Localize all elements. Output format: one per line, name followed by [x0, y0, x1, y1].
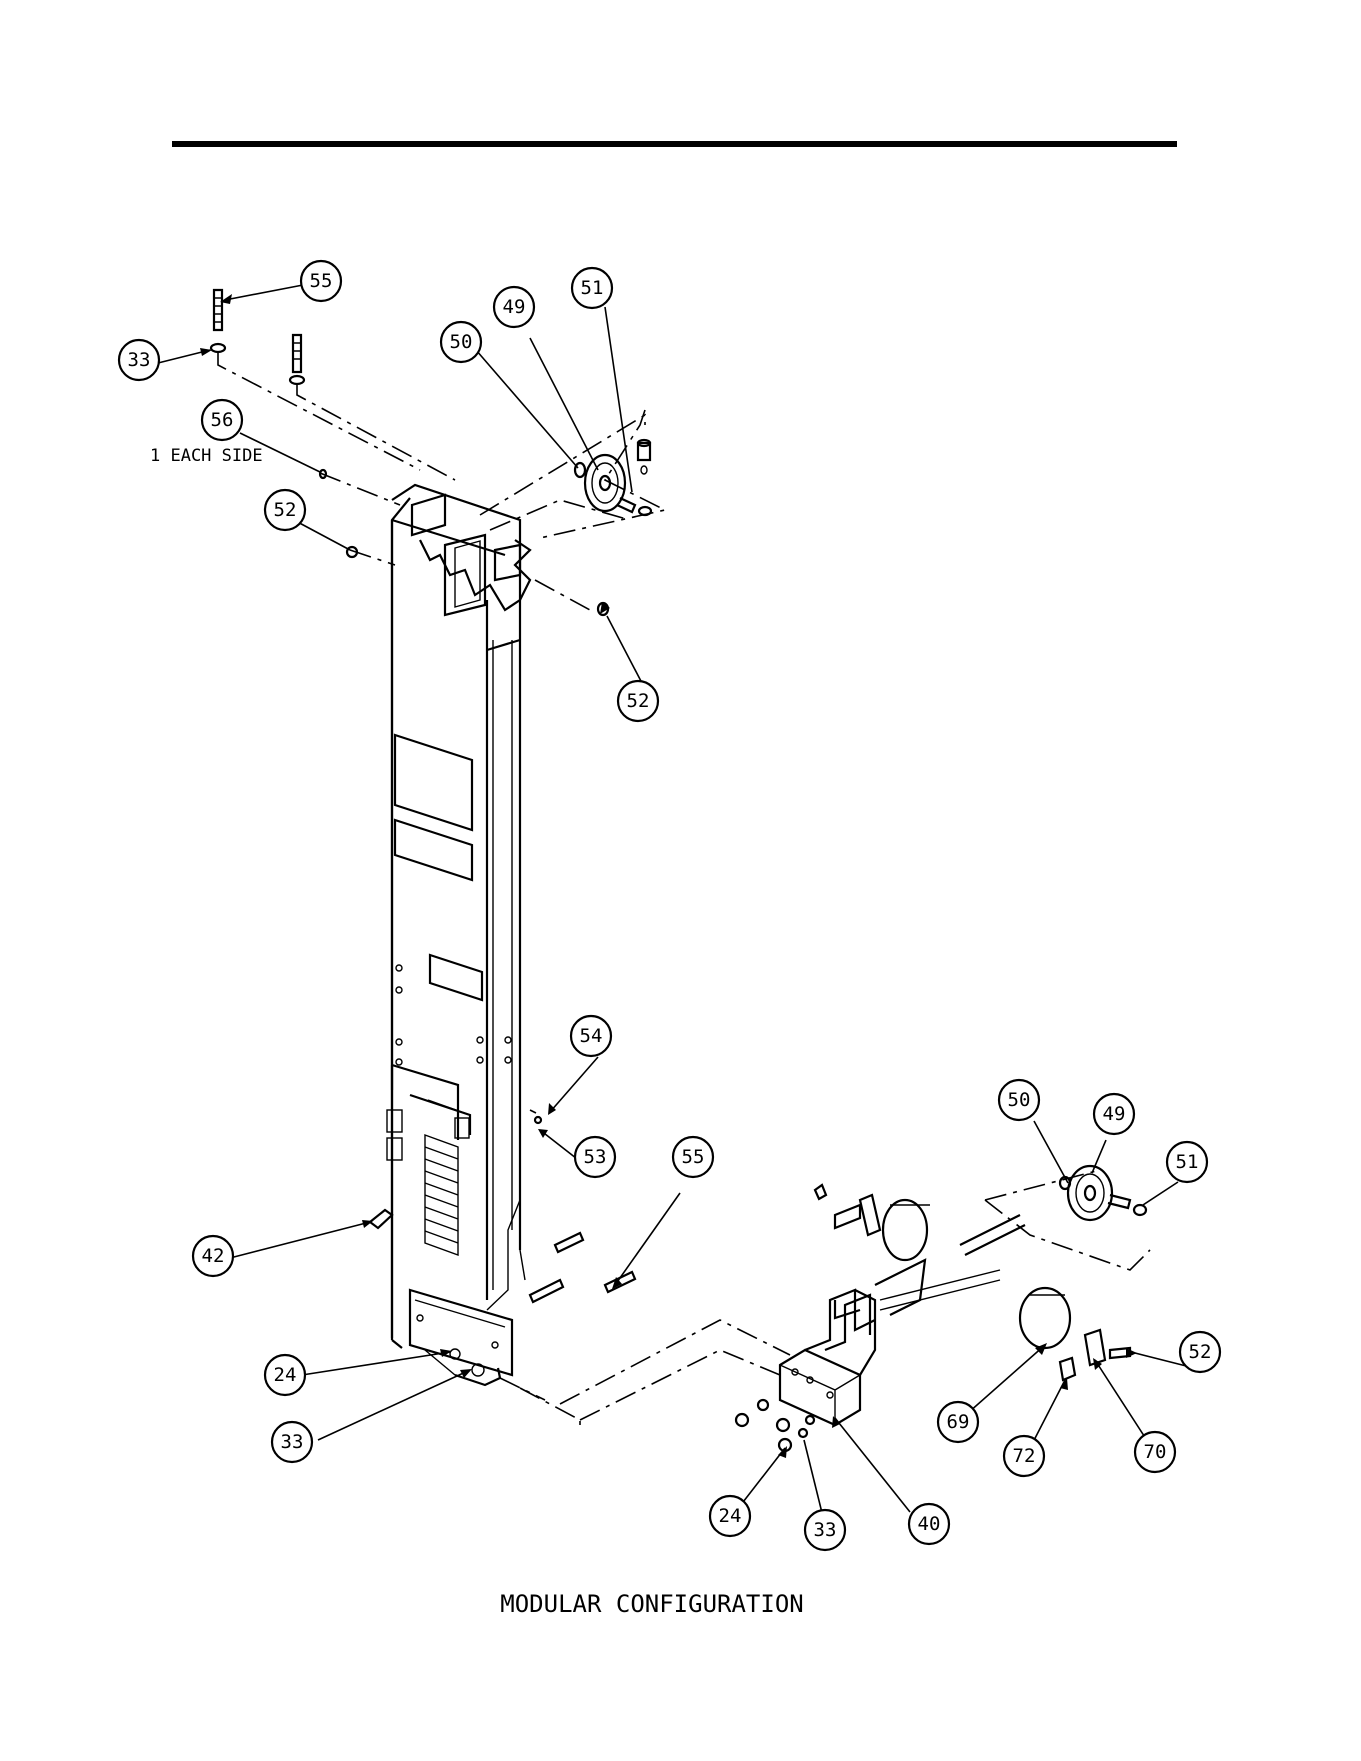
main-column — [387, 485, 530, 1385]
callout-24-left: 24 — [265, 1355, 305, 1395]
callout-33-left: 33 — [272, 1422, 312, 1462]
callout-label: 33 — [281, 1431, 304, 1453]
leader-lines — [158, 285, 1202, 1525]
callout-55-mid: 55 — [673, 1137, 713, 1177]
callout-49-top: 49 — [494, 287, 534, 327]
callout-label: 33 — [128, 349, 151, 371]
callout-label: 51 — [581, 277, 604, 299]
callout-label: 51 — [1176, 1151, 1199, 1173]
callout-label: 33 — [814, 1519, 837, 1541]
assembly-lines — [218, 352, 1150, 1425]
callout-label: 56 — [211, 409, 234, 431]
callout-70: 70 — [1135, 1432, 1175, 1472]
callout-33-bottom: 33 — [805, 1510, 845, 1550]
callout-52-right: 52 — [1180, 1332, 1220, 1372]
callout-53: 53 — [575, 1137, 615, 1177]
lower-bracket-assembly — [736, 1185, 1130, 1451]
callout-40: 40 — [909, 1504, 949, 1544]
callout-55-top: 55 — [301, 261, 341, 301]
pin-42 — [370, 1210, 392, 1228]
callout-69: 69 — [938, 1402, 978, 1442]
callout-label: 55 — [310, 270, 333, 292]
callout-label: 24 — [719, 1505, 742, 1527]
callout-52-left: 52 — [265, 490, 305, 530]
callout-label: 49 — [503, 296, 526, 318]
callout-50-top: 50 — [441, 322, 481, 362]
callout-label: 24 — [274, 1364, 297, 1386]
callout-label: 50 — [1008, 1089, 1031, 1111]
callout-label: 52 — [274, 499, 297, 521]
callout-52-mid: 52 — [618, 681, 658, 721]
callout-24-bottom: 24 — [710, 1496, 750, 1536]
callout-label: 70 — [1144, 1441, 1167, 1463]
callout-50-right: 50 — [999, 1080, 1039, 1120]
callout-42: 42 — [193, 1236, 233, 1276]
callout-label: 49 — [1103, 1103, 1126, 1125]
callout-label: 40 — [918, 1513, 941, 1535]
callout-label: 54 — [580, 1025, 603, 1047]
callout-label: 69 — [947, 1411, 970, 1433]
figure-caption: MODULAR CONFIGURATION — [500, 1590, 803, 1618]
callout-label: 52 — [627, 690, 650, 712]
header-rule — [172, 141, 1177, 147]
callout-label: 55 — [682, 1146, 705, 1168]
callout-72: 72 — [1004, 1436, 1044, 1476]
top-bolts — [211, 290, 608, 615]
lower-pulley-assembly — [1060, 1166, 1146, 1220]
arrowheads — [200, 294, 1137, 1458]
callout-33-top: 33 — [119, 340, 159, 380]
callout-54: 54 — [571, 1016, 611, 1056]
callout-49-right: 49 — [1094, 1094, 1134, 1134]
callout-51-right: 51 — [1167, 1142, 1207, 1182]
callout-51-top: 51 — [572, 268, 612, 308]
note-each-side: 1 EACH SIDE — [150, 446, 263, 466]
callout-label: 53 — [584, 1146, 607, 1168]
callout-label: 50 — [450, 331, 473, 353]
callout-56: 56 — [202, 400, 242, 440]
callout-label: 52 — [1189, 1341, 1212, 1363]
callout-label: 42 — [202, 1245, 225, 1267]
callout-label: 72 — [1013, 1445, 1036, 1467]
